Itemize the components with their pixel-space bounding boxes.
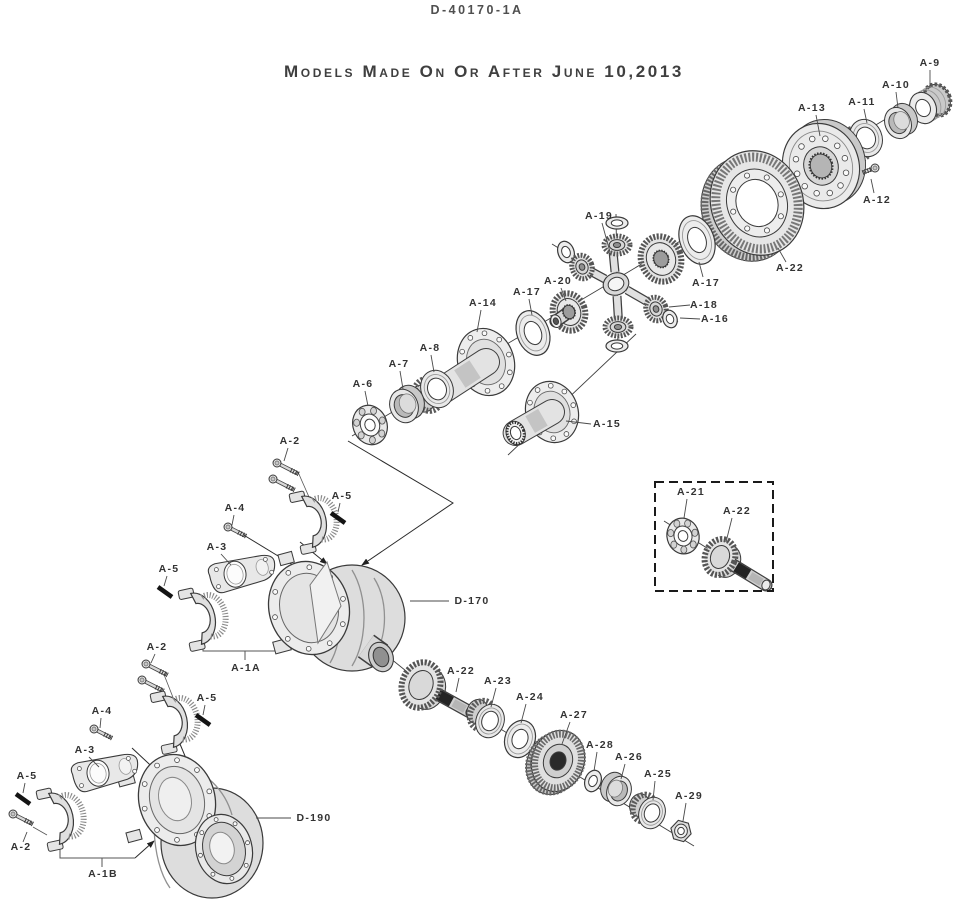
callout-a-18: A-18 — [690, 299, 718, 311]
callout-a-13: A-13 — [798, 102, 826, 114]
bolt-a2-single — [8, 809, 34, 827]
pinion-mate-gear-a18 — [643, 294, 669, 324]
callout-a-19: A-19 — [585, 210, 613, 222]
callout-a-25: A-25 — [644, 768, 672, 780]
thrust-washer-top — [605, 216, 629, 230]
bearing-cap-upper — [288, 490, 340, 555]
bolt-a2-lower-1 — [141, 659, 169, 678]
washer-a28 — [583, 769, 603, 793]
diff-case-half-a15 — [502, 380, 580, 446]
callout-a-24: A-24 — [516, 691, 544, 703]
bolt-a4-upper — [223, 522, 248, 539]
callout-a-4: A-4 — [225, 502, 246, 514]
callout-a-10: A-10 — [882, 79, 910, 91]
spacer-a26 — [600, 771, 632, 807]
bearing-cap-lower — [177, 587, 229, 652]
ring-a24 — [503, 719, 537, 759]
callout-a-23: A-23 — [484, 675, 512, 687]
thrust-washer-a16 — [662, 309, 678, 329]
callout-a-22: A-22 — [447, 665, 475, 677]
callout-a-20: A-20 — [544, 275, 572, 287]
bolt-a2-lower-2 — [137, 675, 165, 694]
callout-a-14: A-14 — [469, 297, 497, 309]
callout-a-28: A-28 — [586, 739, 614, 751]
bolt-a2-upper-2 — [268, 474, 296, 493]
callout-a-17: A-17 — [692, 277, 720, 289]
pinion-mate-gear-top — [601, 233, 633, 257]
bolt-a12 — [861, 163, 880, 175]
callout-a-15: A-15 — [593, 418, 621, 430]
callout-a-3: A-3 — [75, 744, 96, 756]
ring-gear-a22 — [700, 150, 805, 262]
callout-d-190: D-190 — [296, 812, 331, 824]
thrust-washer-a17-left — [515, 310, 551, 356]
bearing-a25 — [629, 791, 666, 830]
callout-a-3: A-3 — [207, 541, 228, 553]
bearing-cap-d190-upper — [149, 690, 201, 755]
adjuster-plate-a3-lower — [70, 753, 139, 793]
callout-a-11: A-11 — [848, 96, 875, 108]
callout-a-5: A-5 — [332, 490, 353, 502]
callout-a-4: A-4 — [92, 705, 113, 717]
callout-a-2: A-2 — [280, 435, 301, 447]
rear-housing-d190 — [116, 753, 264, 899]
drive-pinion-a22-inset — [701, 536, 773, 592]
adjuster-plate-a3-upper — [207, 554, 276, 594]
bearing-adjuster-a13 — [781, 118, 867, 210]
callout-a-22: A-22 — [776, 262, 804, 274]
bearing-cap-d190-lower — [35, 787, 87, 852]
callout-a-7: A-7 — [389, 358, 410, 370]
callout-d-170: D-170 — [454, 595, 489, 607]
pinion-mate-gear-bottom — [602, 315, 634, 339]
side-gear-right — [637, 233, 685, 285]
inset-detail-box — [654, 481, 774, 592]
callout-a-29: A-29 — [675, 790, 703, 802]
carrier-housing-d170 — [267, 550, 406, 673]
dowel-pin-a5-4 — [14, 792, 32, 806]
callout-a-2: A-2 — [147, 641, 168, 653]
callout-a-26: A-26 — [615, 751, 643, 763]
pilot-bearing-a21 — [666, 517, 700, 555]
pinion-mate-gear-left — [569, 252, 595, 282]
callout-a-8: A-8 — [420, 342, 441, 354]
bolt-a2-upper-1 — [272, 458, 300, 477]
inset-dashed-border — [654, 481, 774, 592]
drive-pinion-a22 — [398, 659, 477, 719]
dowel-pin-a5-1 — [329, 511, 347, 525]
callout-a-1b: A-1B — [88, 868, 118, 880]
bolt-a4-lower — [89, 724, 114, 741]
callout-a-17: A-17 — [513, 286, 541, 298]
callout-labels: A-9A-10A-11A-13A-12A-22A-17A-19A-20A-17A… — [11, 57, 941, 880]
spacer-a7 — [389, 384, 425, 424]
dowel-pin-a5-2 — [156, 585, 174, 599]
callout-a-27: A-27 — [560, 709, 588, 721]
gear-a27 — [524, 729, 586, 796]
callout-a-2: A-2 — [11, 841, 32, 853]
callout-a-5: A-5 — [17, 770, 38, 782]
thrust-washer-bottom — [605, 339, 629, 353]
callout-a-1a: A-1A — [231, 662, 261, 674]
callout-a-12: A-12 — [863, 194, 891, 206]
part-illustrations — [8, 82, 953, 899]
bearing-a6 — [352, 404, 388, 446]
thrust-washer-left — [556, 240, 576, 264]
callout-a-6: A-6 — [353, 378, 374, 390]
side-gear-a20 — [549, 290, 589, 334]
bearing-a23 — [466, 697, 505, 739]
callout-a-21: A-21 — [677, 486, 705, 498]
drawing-number: D-40170-1A — [430, 3, 523, 17]
callout-a-9: A-9 — [920, 57, 941, 69]
spacer-a10 — [884, 102, 918, 140]
thrust-washer-a17-right — [678, 215, 716, 265]
callout-a-16: A-16 — [701, 313, 729, 325]
callout-a-22: A-22 — [723, 505, 751, 517]
pinion-nut-a29 — [670, 819, 692, 843]
diagram-subtitle: Models Made On Or After June 10,2013 — [284, 62, 684, 81]
callout-a-5: A-5 — [159, 563, 180, 575]
callout-a-5: A-5 — [197, 692, 218, 704]
dowel-pin-a5-3 — [194, 713, 212, 727]
